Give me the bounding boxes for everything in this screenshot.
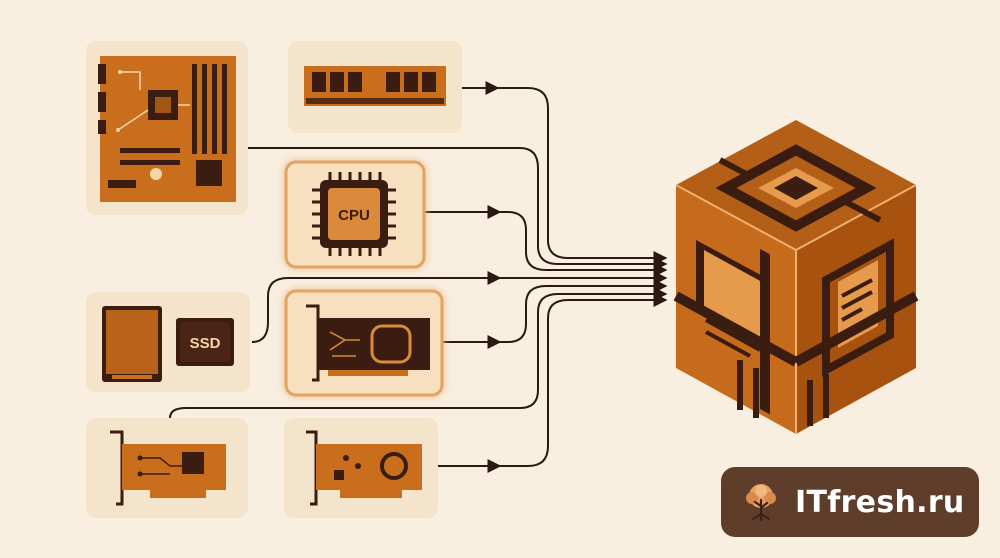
connector-lines xyxy=(169,81,668,473)
storage-card: SSD xyxy=(86,292,250,392)
brand-name: ITfresh.ru xyxy=(795,484,965,520)
connector-sound-card xyxy=(438,293,668,467)
cpu-card: CPU xyxy=(284,160,426,269)
connector-ssd xyxy=(251,271,668,343)
motherboard-card xyxy=(86,41,248,215)
hard-drive-icon xyxy=(102,306,162,382)
network-card-icon xyxy=(110,430,226,506)
network-card-card xyxy=(86,418,248,518)
graphics-card-icon xyxy=(306,304,430,382)
ram-card xyxy=(288,41,462,133)
ssd-label: SSD xyxy=(190,335,221,352)
cpu-label: CPU xyxy=(338,207,370,224)
connector-network-card xyxy=(169,287,668,419)
gpu-card xyxy=(284,289,444,397)
connector-cpu xyxy=(424,211,668,277)
connector-motherboard xyxy=(248,147,668,271)
connector-gpu xyxy=(442,279,668,343)
tree-logo-icon xyxy=(746,484,776,522)
ssd-icon: SSD xyxy=(176,318,234,366)
connector-ram xyxy=(462,87,668,265)
ram-module-icon xyxy=(304,66,446,106)
sound-card-icon xyxy=(306,430,422,506)
cpu-chip-icon: CPU xyxy=(312,172,396,256)
assembled-system-cube-icon xyxy=(673,120,919,434)
sound-card-card xyxy=(284,418,438,518)
motherboard-icon xyxy=(98,56,236,202)
brand-badge[interactable]: ITfresh.ru xyxy=(721,467,979,537)
